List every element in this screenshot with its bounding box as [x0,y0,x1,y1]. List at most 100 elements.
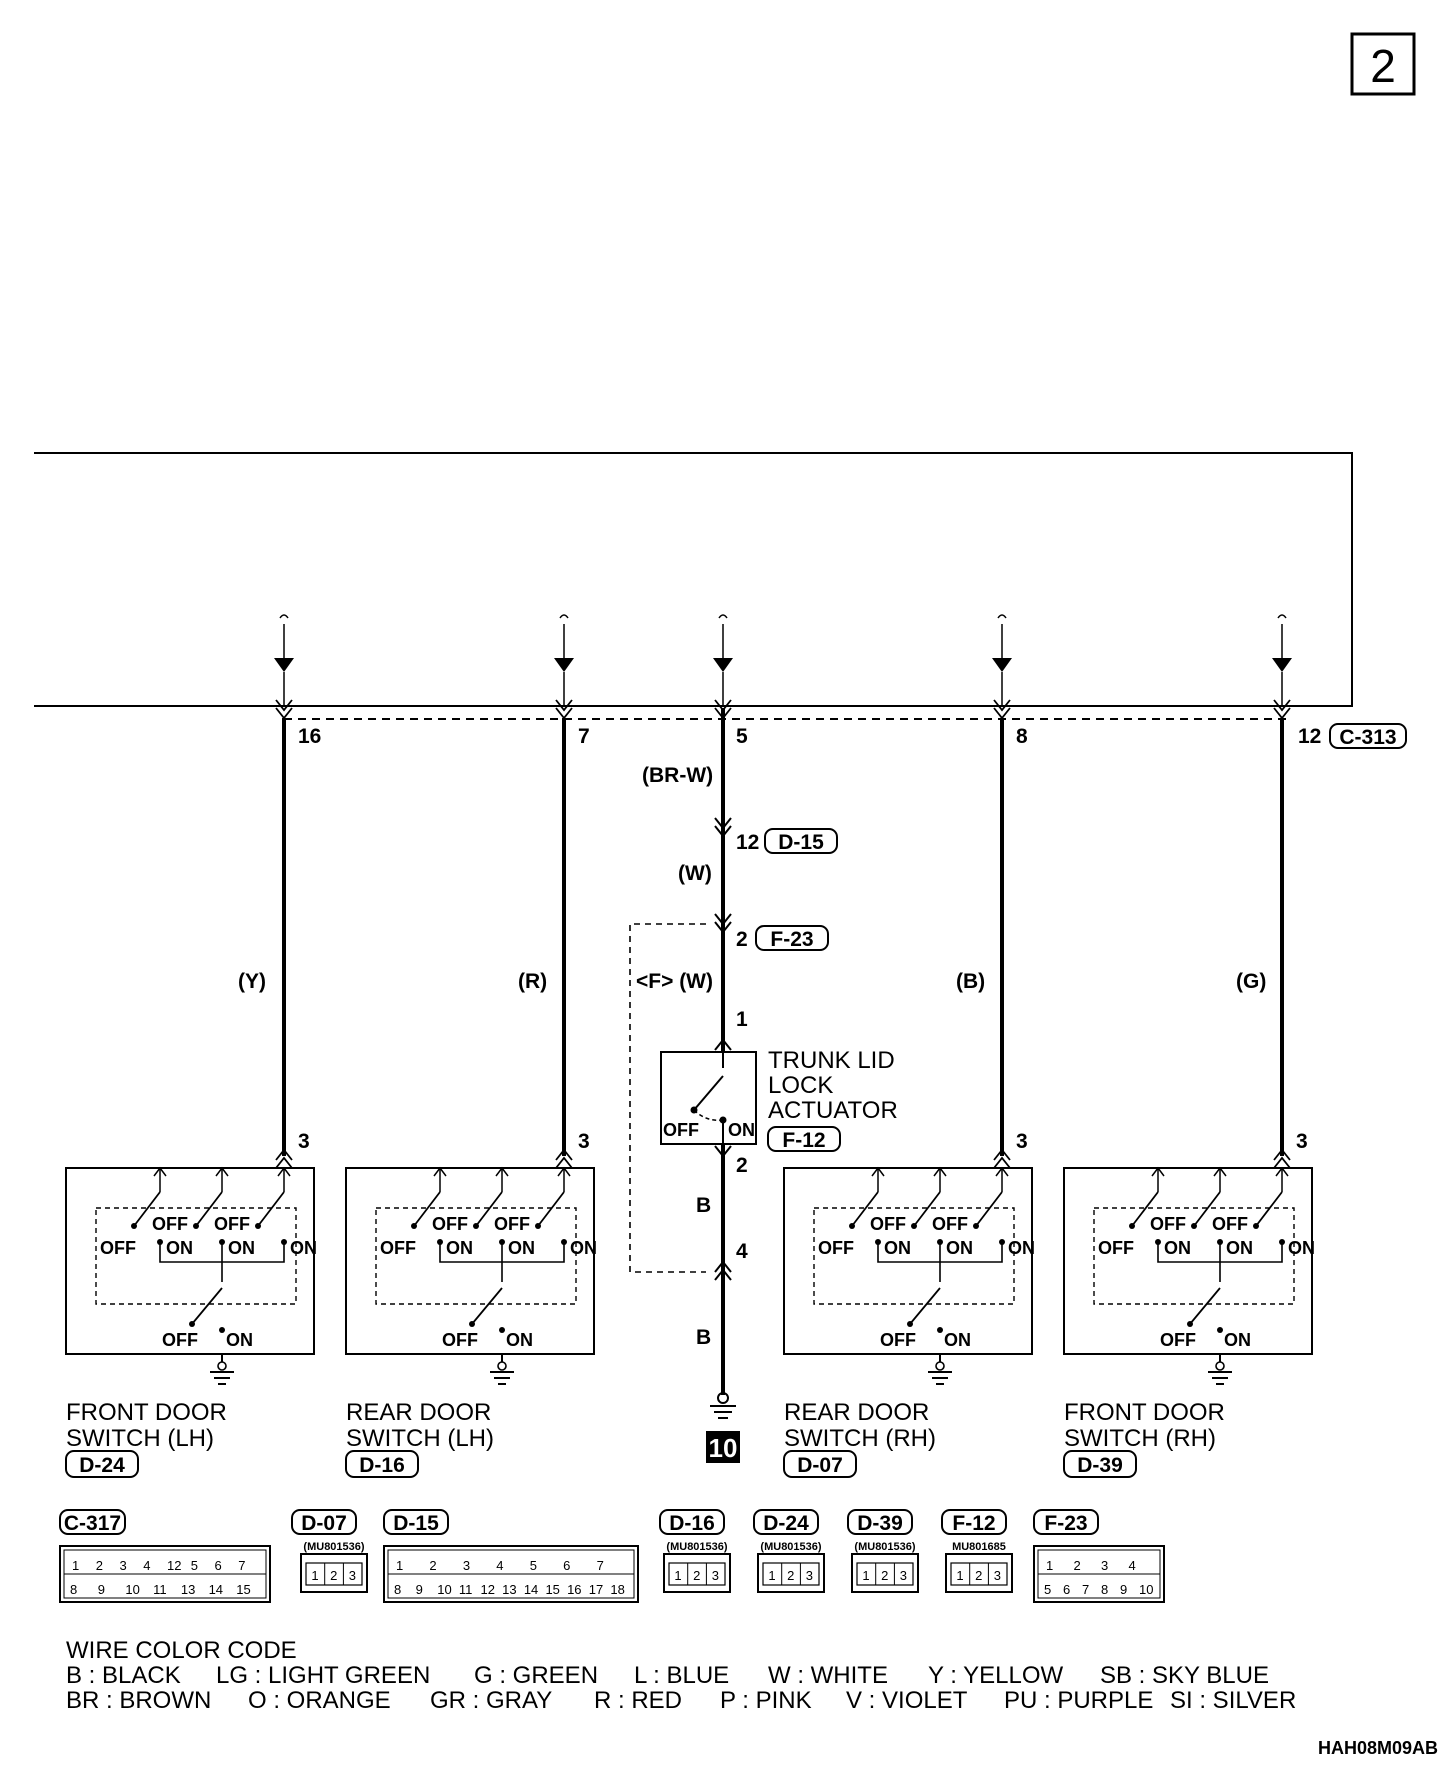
terminal-1 [554,614,574,720]
connector-view-id: F-23 [1044,1512,1087,1535]
pin-number: 3 [712,1568,719,1583]
page-number: 2 [1370,40,1396,92]
connector-view-id: D-07 [301,1512,347,1535]
pin-number: 3 [900,1568,907,1583]
module-terminals [274,614,1292,720]
switch-connector-id: D-39 [1077,1454,1123,1477]
connector-view-id: D-16 [669,1512,715,1535]
off-label: OFF [870,1214,906,1234]
wire-f-w-label: <F> (W) [636,970,713,993]
pin-number: 15 [545,1582,559,1597]
legend-entry: PU : PURPLE [1004,1687,1153,1714]
terminal-3 [992,614,1012,720]
pin-number: 7 [1082,1582,1089,1597]
pin-number: 2 [787,1568,794,1583]
pin-number: 14 [524,1582,538,1597]
switch-name-line1: REAR DOOR [346,1399,491,1426]
pin-number: 2 [1074,1558,1081,1573]
wire-w-label: (W) [678,862,712,885]
legend-title: WIRE COLOR CODE [66,1637,297,1664]
pin-number: 3 [349,1568,356,1583]
pin-number: 1 [72,1558,79,1573]
pin-number: 16 [567,1582,581,1597]
on-label: ON [944,1330,971,1350]
off-label: OFF [1150,1214,1186,1234]
pin-label: 12 [1298,725,1321,748]
off-label: OFF [1098,1238,1134,1258]
pin-number: 7 [238,1558,245,1573]
off-label: OFF [100,1238,136,1258]
on-label: ON [1164,1238,1191,1258]
wire-b-label-2: B [696,1326,711,1349]
pin-number: 12 [481,1582,495,1597]
pin-label: 8 [1016,725,1028,748]
on-label: ON [446,1238,473,1258]
connector-pin-label: 3 [1296,1130,1308,1153]
on-label: ON [508,1238,535,1258]
switch-name-line1: FRONT DOOR [66,1399,227,1426]
pin-number: 1 [862,1568,869,1583]
pin-number: 1 [311,1568,318,1583]
legend-entry: V : VIOLET [846,1687,968,1714]
actuator-name-line1: TRUNK LID [768,1047,895,1074]
off-label: OFF [162,1330,198,1350]
connector-view-id: D-24 [763,1512,809,1535]
pin-number: 9 [98,1582,105,1597]
legend-entry: Y : YELLOW [928,1662,1064,1689]
actuator-on-label: ON [728,1120,755,1140]
pin-number: 5 [1044,1582,1051,1597]
off-label: OFF [1160,1330,1196,1350]
connector-pin-label: 3 [298,1130,310,1153]
on-label: ON [1224,1330,1251,1350]
connector-id-f12: F-12 [782,1129,825,1152]
pin-number: 1 [956,1568,963,1583]
module-outline [34,452,1353,707]
wire-color-label: (R) [518,970,547,993]
legend-entry: G : GREEN [474,1662,598,1689]
on-label: ON [166,1238,193,1258]
switch-name-line2: SWITCH (LH) [346,1425,494,1452]
terminal-0 [274,614,294,720]
pin-number: 1 [768,1568,775,1583]
legend-entry: GR : GRAY [430,1687,552,1714]
on-label: ON [506,1330,533,1350]
part-number: (MU801536) [854,1541,915,1553]
ground-id: 10 [709,1433,738,1463]
pin-number: 11 [153,1582,167,1597]
pin-number: 3 [806,1568,813,1583]
pin-5-label: 5 [736,725,748,748]
off-label: OFF [214,1214,250,1234]
d15-pin-label: 12 [736,831,759,854]
actuator-name-line3: ACTUATOR [768,1097,898,1124]
pin-number: 11 [459,1582,473,1597]
switch-connector-id: D-16 [359,1454,405,1477]
pin-number: 4 [496,1558,503,1573]
pin-number: 10 [437,1582,451,1597]
terminal-2 [713,614,733,720]
legend-entry: O : ORANGE [248,1687,391,1714]
wire-color-label: (B) [956,970,985,993]
pin-number: 3 [463,1558,470,1573]
pin-number: 15 [236,1582,250,1597]
pin-number: 4 [143,1558,150,1573]
legend-entry: B : BLACK [66,1662,181,1689]
wire-color-label: (Y) [238,970,266,993]
off-label: OFF [818,1238,854,1258]
actuator-pin-2: 2 [736,1154,748,1177]
pin-number: 3 [994,1568,1001,1583]
pin-number: 2 [975,1568,982,1583]
wire-br-w-label: (BR-W) [642,764,713,787]
actuator-name-line2: LOCK [768,1072,833,1099]
terminal-4 [1272,614,1292,720]
off-label: OFF [442,1330,478,1350]
f23-pin-4-label: 4 [736,1240,748,1263]
off-label: OFF [432,1214,468,1234]
pin-number: 4 [1129,1558,1136,1573]
